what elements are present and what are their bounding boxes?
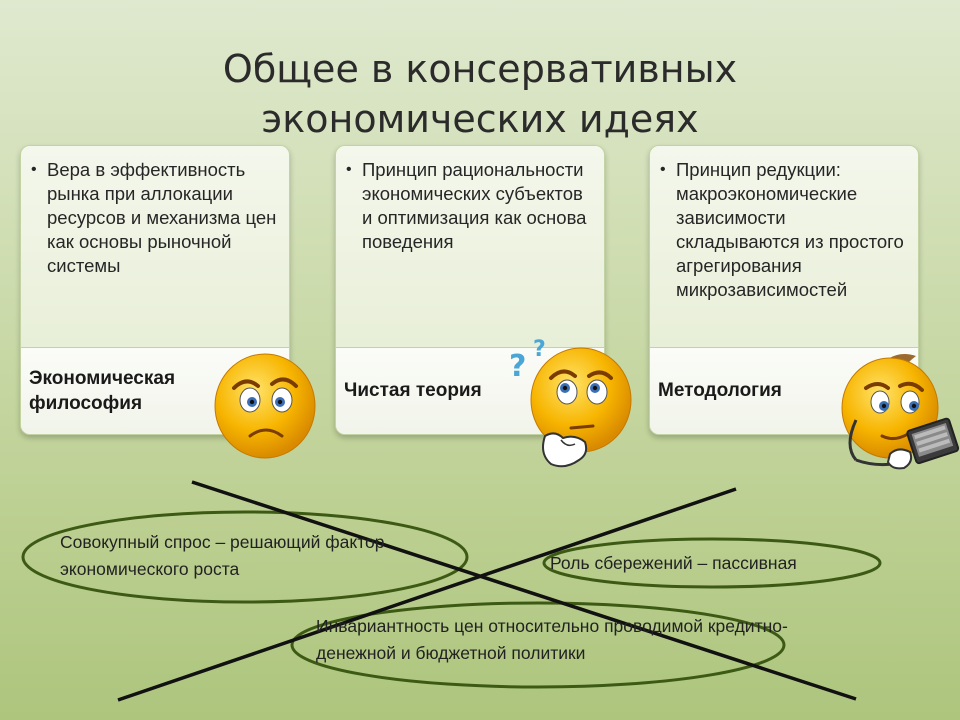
card-top: Принцип рациональности экономических суб…	[336, 146, 604, 348]
oval-price-invariance	[290, 601, 786, 689]
smiley-with-laptop-icon	[841, 354, 960, 470]
oval-text-aggregate-demand: Совокупный спрос – решающий фактор эконо…	[60, 532, 385, 579]
oval-aggregate-demand	[21, 510, 469, 604]
card-label: Экономическая философия	[29, 368, 176, 414]
oval-text-price-invariance: Инвариантность цен относительно проводим…	[316, 616, 788, 663]
card-label: Методология	[658, 380, 782, 401]
oval-savings-role	[542, 537, 882, 589]
card-bullet-text: Принцип редукции: макроэкономические зав…	[660, 158, 908, 302]
cross-line-2	[117, 487, 737, 702]
card-top: Принцип редукции: макроэкономические зав…	[650, 146, 918, 348]
card-top: Вера в эффективность рынка при аллокации…	[21, 146, 289, 348]
card-label: Чистая теория	[344, 380, 482, 401]
frowning-smiley-icon	[214, 353, 316, 459]
oval-text-savings-role: Роль сбережений – пассивная	[550, 553, 797, 573]
card-bullet-text: Вера в эффективность рынка при аллокации…	[31, 158, 279, 278]
question-mark-icon: ?	[533, 337, 546, 362]
slide-title: Общее в консервативных экономических иде…	[222, 47, 738, 141]
thinking-smiley-icon: ? ?	[509, 337, 632, 468]
cross-line-1	[191, 480, 857, 701]
question-mark-icon: ?	[509, 349, 526, 384]
card-bullet-text: Принцип рациональности экономических суб…	[346, 158, 594, 254]
card-pure-theory: Принцип рациональности экономических суб…	[335, 145, 605, 435]
